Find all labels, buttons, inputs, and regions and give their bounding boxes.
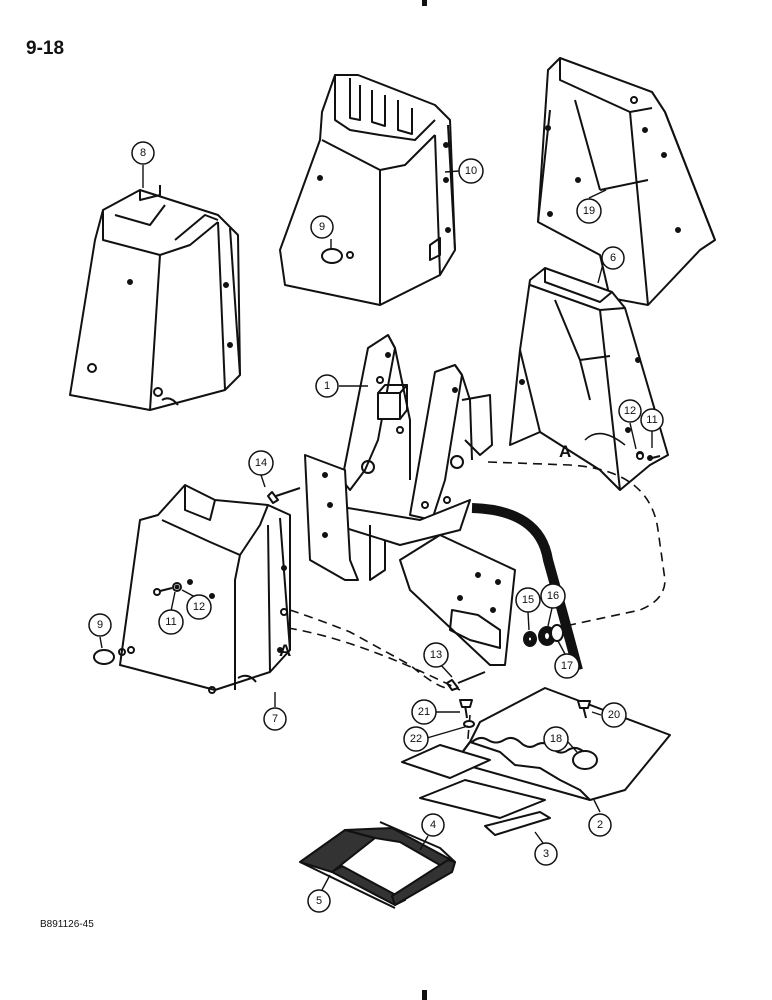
callout-20: 20 — [608, 709, 620, 721]
callout-4: 4 — [430, 819, 436, 831]
callout-21: 21 — [418, 706, 430, 718]
callout-10: 10 — [465, 165, 477, 177]
callout-16: 16 — [547, 590, 559, 602]
gasket-parts-4-5 — [299, 821, 456, 909]
top-register-mark — [422, 0, 427, 6]
callout-2: 2 — [597, 819, 603, 831]
callout-5: 5 — [316, 895, 322, 907]
ref-letter-a-upper: A — [559, 442, 571, 461]
callout-12-right: 12 — [624, 405, 636, 417]
callout-circles — [88, 141, 664, 913]
cover-part-7 — [119, 484, 291, 694]
callout-12-left: 12 — [193, 601, 205, 613]
callout-13: 13 — [430, 649, 442, 661]
callout-18: 18 — [550, 733, 562, 745]
callout-17: 17 — [561, 660, 573, 672]
cover-part-10 — [279, 74, 456, 306]
callout-15: 15 — [522, 594, 534, 606]
callout-14: 14 — [255, 457, 267, 469]
callout-7: 7 — [272, 713, 278, 725]
cover-part-6 — [509, 267, 669, 491]
ref-letter-a-lower: A — [279, 641, 291, 660]
callout-1: 1 — [324, 380, 330, 392]
callout-9-upper: 9 — [319, 221, 325, 233]
callout-8: 8 — [140, 147, 146, 159]
callout-9-lower: 9 — [97, 619, 103, 631]
callout-3: 3 — [543, 848, 549, 860]
cover-part-8 — [69, 185, 241, 411]
plate-part-2 — [401, 687, 671, 836]
frame-part-1 — [304, 334, 516, 666]
callout-leaders — [99, 165, 653, 891]
callout-11-left: 11 — [165, 616, 176, 628]
callout-19: 19 — [583, 205, 595, 217]
hardware-cluster — [93, 452, 661, 691]
leader-A-upper — [584, 432, 626, 446]
cable — [471, 503, 583, 672]
page-number: 9-18 — [26, 38, 65, 59]
callout-11-right: 11 — [646, 414, 657, 426]
cover-part-19 — [537, 57, 716, 306]
callout-22: 22 — [410, 733, 422, 745]
figure-code: B891126-45 — [40, 919, 94, 930]
callout-6: 6 — [610, 252, 616, 264]
bottom-register-mark — [422, 990, 427, 1000]
